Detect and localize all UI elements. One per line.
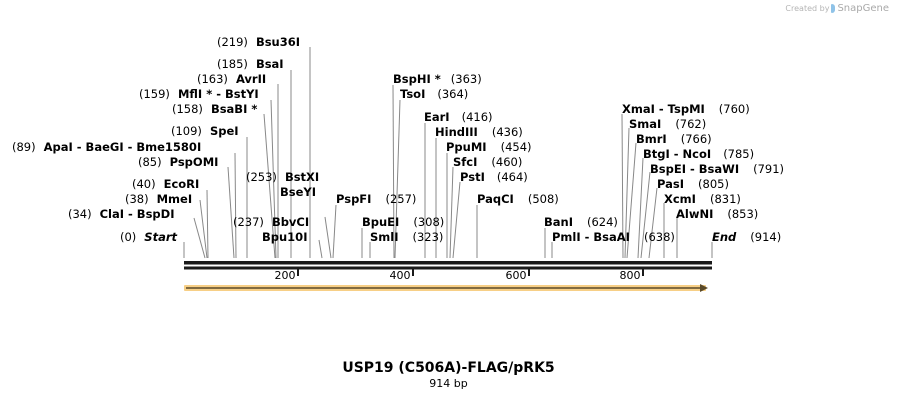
site-xcmi[interactable]: XcmI(831) bbox=[664, 192, 741, 206]
site-paqci[interactable]: PaqCI(508) bbox=[477, 192, 559, 206]
site-bsabi[interactable]: (158)BsaBI * bbox=[172, 102, 257, 116]
site-bmri[interactable]: BmrI(766) bbox=[636, 132, 712, 146]
site-avrii[interactable]: (163)AvrII bbox=[197, 72, 266, 86]
site-labels: (219)Bsu36I (185)BsaI (163)AvrII (159)Mf… bbox=[12, 35, 784, 244]
snapgene-logo-icon bbox=[831, 4, 836, 13]
ruler-tick-800: 800 bbox=[620, 269, 641, 282]
site-bseyi[interactable]: BseYI bbox=[280, 185, 316, 199]
site-btgi-ncoi[interactable]: BtgI - NcoI(785) bbox=[643, 147, 754, 161]
site-spei[interactable]: (109)SpeI bbox=[171, 124, 239, 138]
site-psti[interactable]: PstI(464) bbox=[460, 170, 528, 184]
ruler bbox=[297, 268, 644, 276]
site-ecori[interactable]: (40)EcoRI bbox=[132, 177, 199, 191]
site-bsu36i[interactable]: (219)Bsu36I bbox=[217, 35, 300, 49]
ruler-tick-400: 400 bbox=[390, 269, 411, 282]
site-hindiii[interactable]: HindIII(436) bbox=[435, 125, 523, 139]
backbone-top-strand bbox=[184, 261, 712, 265]
backbone-bottom-strand bbox=[184, 266, 712, 270]
site-start[interactable]: (0)Start bbox=[120, 230, 178, 244]
feature-arrow[interactable] bbox=[184, 284, 708, 292]
site-clai-bspdi[interactable]: (34)ClaI - BspDI bbox=[68, 207, 174, 221]
site-bstxi[interactable]: (253)BstXI bbox=[246, 170, 319, 184]
site-mmei[interactable]: (38)MmeI bbox=[125, 192, 192, 206]
ruler-tick-200: 200 bbox=[275, 269, 296, 282]
site-bbvci[interactable]: (237)BbvCI bbox=[233, 215, 309, 229]
map-length: 914 bp bbox=[429, 377, 468, 390]
site-pspfi[interactable]: PspFI(257) bbox=[336, 192, 416, 206]
site-sfci[interactable]: SfcI(460) bbox=[453, 155, 522, 169]
site-mfli-bstyi[interactable]: (159)MflI * - BstYI bbox=[139, 87, 259, 101]
site-bsphi[interactable]: BspHI *(363) bbox=[393, 72, 482, 86]
site-connector-lines bbox=[183, 47, 713, 259]
site-ppumi[interactable]: PpuMI(454) bbox=[446, 140, 532, 154]
site-bpuei[interactable]: BpuEI(308) bbox=[362, 215, 444, 229]
arrow-head-icon bbox=[700, 284, 708, 292]
site-bani[interactable]: BanI(624) bbox=[544, 215, 618, 229]
site-smli[interactable]: SmlI(323) bbox=[370, 230, 443, 244]
map-title: USP19 (C506A)-FLAG/pRK5 bbox=[342, 360, 555, 376]
watermark-prefix: Created by bbox=[785, 4, 830, 13]
site-smai[interactable]: SmaI(762) bbox=[629, 117, 706, 131]
snapgene-watermark: Created by SnapGene bbox=[785, 3, 889, 14]
site-xmai-tspmi[interactable]: XmaI - TspMI(760) bbox=[622, 102, 750, 116]
site-apai-baegi-bme1580i[interactable]: (89)ApaI - BaeGI - Bme1580I bbox=[12, 140, 201, 154]
site-alwni[interactable]: AlwNI(853) bbox=[676, 207, 758, 221]
site-bspei-bsawi[interactable]: BspEI - BsaWI(791) bbox=[650, 162, 784, 176]
site-bpu10i[interactable]: Bpu10I bbox=[262, 230, 307, 244]
watermark-brand: SnapGene bbox=[837, 3, 889, 14]
site-pmli-bsaai[interactable]: PmlI - BsaAI(638) bbox=[552, 230, 675, 244]
site-pspomi[interactable]: (85)PspOMI bbox=[138, 155, 218, 169]
site-tsoi[interactable]: TsoI(364) bbox=[400, 87, 468, 101]
ruler-labels: 200 400 600 800 bbox=[275, 269, 641, 282]
site-bsai[interactable]: (185)BsaI bbox=[217, 57, 284, 71]
site-end[interactable]: End(914) bbox=[712, 230, 781, 244]
ruler-tick-600: 600 bbox=[506, 269, 527, 282]
site-pasi[interactable]: PasI(805) bbox=[657, 177, 729, 191]
site-eari[interactable]: EarI(416) bbox=[424, 110, 493, 124]
